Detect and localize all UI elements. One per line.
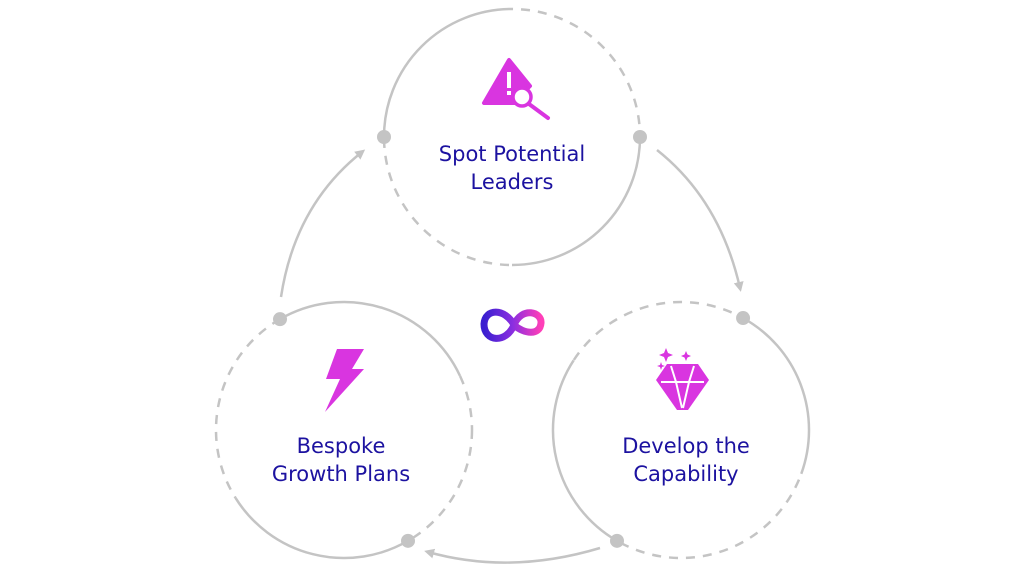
ring-develop-the-capability-solid-arc [551, 359, 618, 542]
step-title-line1: Bespoke [296, 434, 386, 458]
ring-node-dot [401, 533, 415, 548]
infinity-logo-icon [480, 308, 545, 342]
arrow-top-to-right [656, 149, 744, 292]
step-bespoke-growth-plans: Bespoke Growth Plans [231, 432, 451, 488]
lightning-bolt-icon [325, 349, 364, 412]
ring-spot-potential-leaders-solid-arc [382, 7, 513, 138]
step-title-line2: Capability [633, 462, 739, 486]
ring-node-dot [610, 533, 624, 548]
step-develop-the-capability: Develop the Capability [576, 432, 796, 488]
step-title-line1: Spot Potential [438, 142, 586, 166]
ring-bespoke-growth-plans-solid-arc [234, 497, 409, 560]
ring-node-dot [377, 130, 391, 144]
ring-node-dot [273, 312, 287, 327]
ring-node-dot [633, 130, 647, 144]
ring-spot-potential-leaders-solid-arc [511, 136, 642, 267]
arrow-left-to-top [279, 149, 366, 298]
ring-node-dot [736, 311, 751, 326]
step-title-line2: Leaders [470, 170, 554, 194]
diamond-sparkle-icon [656, 348, 709, 410]
ring-bespoke-growth-plans-solid-arc [279, 300, 462, 377]
step-title-line1: Develop the [622, 434, 750, 458]
step-title-line2: Growth Plans [271, 462, 411, 486]
ring-develop-the-capability-solid-arc [742, 316, 811, 475]
arrow-right-to-left [424, 546, 601, 564]
step-spot-potential-leaders: Spot Potential Leaders [402, 140, 622, 196]
warning-search-icon [482, 58, 550, 120]
